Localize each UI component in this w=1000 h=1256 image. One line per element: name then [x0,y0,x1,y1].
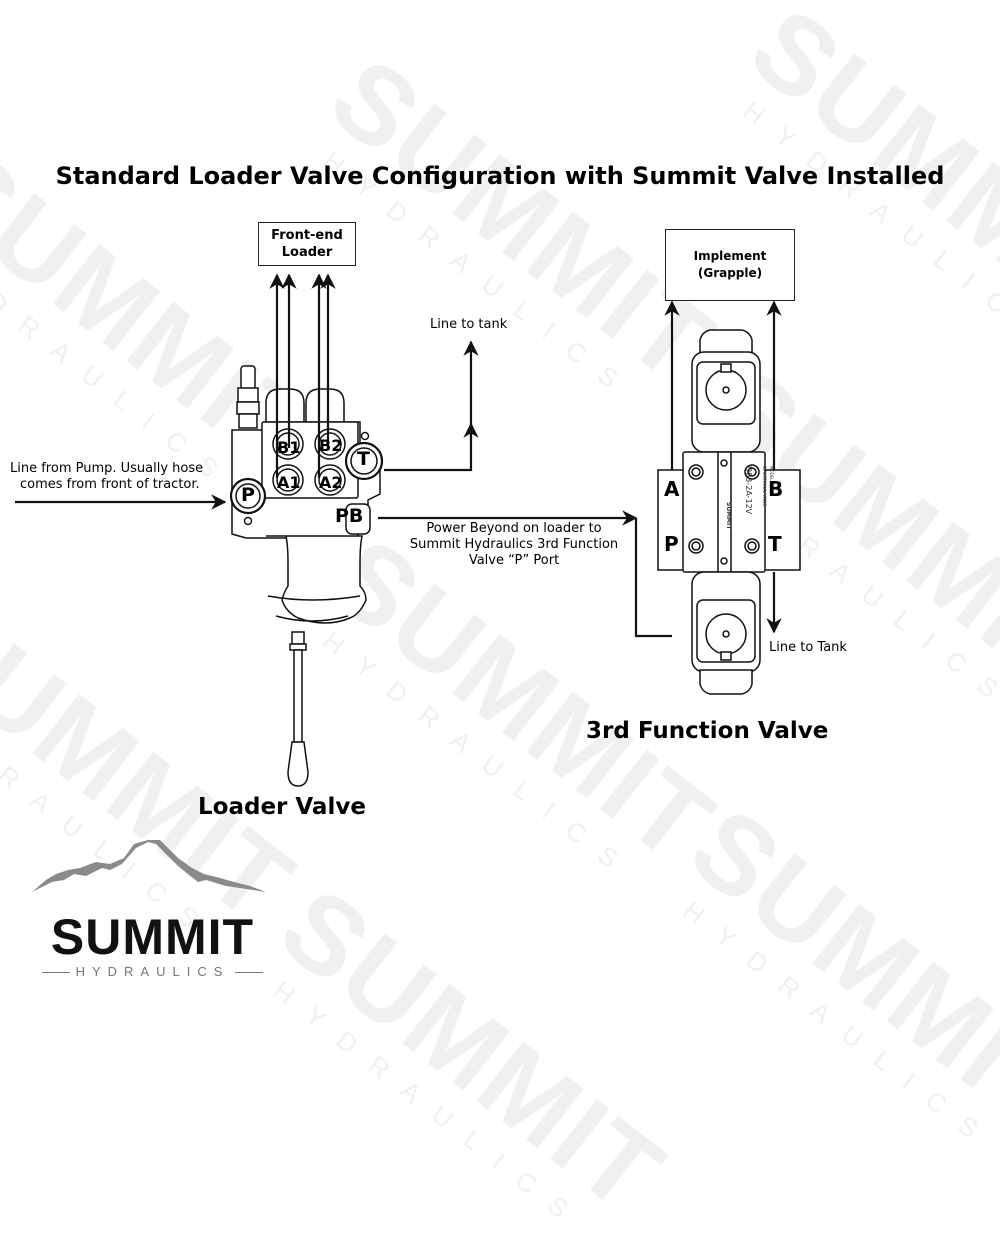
port-pb-label: PB [335,505,364,527]
mountain-icon [32,840,266,892]
front-end-loader-box: Front-end Loader [258,222,356,266]
power-beyond-label: Power Beyond on loader to Summit Hydraul… [409,521,619,568]
loader-valve-icon [231,365,381,787]
third-function-valve-icon [657,329,801,695]
hydraulic-diagram: DIRECTIONAL VALVE D03-2A-12V SUMMIT MODE… [15,273,801,787]
port-b-label: B [768,477,784,501]
port-t-label: T [768,532,782,556]
port-b2-label: B2 [319,436,343,455]
port-a2-label: A2 [319,473,343,492]
third-function-valve-caption: 3rd Function Valve [586,718,829,744]
loader-tank-line-label: Line to tank [430,317,508,332]
loader-valve-caption: Loader Valve [198,794,366,820]
valve-model-code: D03-2A-12V [744,466,753,515]
port-p-label: P [241,484,255,506]
summit-hydraulics-logo: SUMMIT HYDRAULICS [30,840,275,980]
valve-brand-text: SUMMIT [725,502,732,530]
implement-grapple-box: Implement (Grapple) [665,229,795,301]
port-b1-label: B1 [277,438,301,457]
port-t-label: T [357,448,370,470]
page-title: Standard Loader Valve Configuration with… [55,162,945,190]
pump-line-label: Line from Pump. Usually hose comes from … [10,461,204,492]
valve-model-label: MODEL CODE [769,466,774,494]
valve-type-text: DIRECTIONAL VALVE [762,466,767,507]
valve-tank-line-label: Line to Tank [769,640,847,655]
port-a-label: A [664,477,680,501]
port-p-label: P [664,532,679,556]
port-a1-label: A1 [277,473,301,492]
